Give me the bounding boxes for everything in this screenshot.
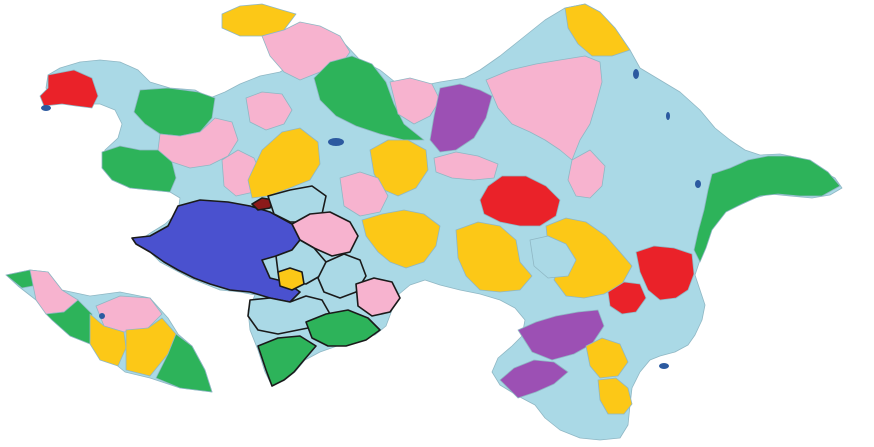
region-ne-pink[interactable] bbox=[485, 55, 603, 161]
region-se-yellow-2[interactable] bbox=[597, 377, 633, 415]
lake bbox=[328, 138, 344, 146]
region-north-pink-3[interactable] bbox=[245, 91, 293, 131]
region-center-pink[interactable] bbox=[339, 171, 389, 217]
region-karabakh-pink-2[interactable] bbox=[355, 277, 401, 317]
region-se-purple-2[interactable] bbox=[499, 359, 569, 399]
region-center-lightblue[interactable] bbox=[529, 235, 577, 279]
lake bbox=[695, 180, 701, 188]
region-se-yellow[interactable] bbox=[585, 337, 629, 379]
main-territory bbox=[45, 3, 843, 441]
region-center-yellow-3[interactable] bbox=[361, 209, 441, 269]
region-east-red-2[interactable] bbox=[607, 281, 647, 315]
region-east-red[interactable] bbox=[635, 245, 695, 301]
region-north-purple[interactable] bbox=[429, 83, 493, 153]
region-east-green[interactable] bbox=[693, 155, 841, 263]
lake bbox=[99, 313, 105, 319]
region-ne-pink-2[interactable] bbox=[567, 149, 606, 199]
lake bbox=[41, 105, 51, 111]
nakhchivan-exclave bbox=[5, 269, 213, 393]
region-nw-green-west[interactable] bbox=[101, 145, 177, 193]
region-center-red[interactable] bbox=[479, 175, 561, 227]
region-center-yellow-4[interactable] bbox=[455, 221, 533, 293]
region-ne-pink-3[interactable] bbox=[433, 151, 499, 181]
region-ne-yellow[interactable] bbox=[564, 3, 631, 57]
region-north-pink-2[interactable] bbox=[389, 77, 441, 125]
region-nw-red[interactable] bbox=[39, 69, 99, 109]
lake bbox=[666, 112, 670, 120]
lake bbox=[633, 69, 639, 79]
region-south-green-2[interactable] bbox=[257, 335, 317, 387]
nakhchivan-region[interactable] bbox=[89, 313, 127, 367]
region-north-green[interactable] bbox=[313, 55, 425, 141]
region-north-yellow[interactable] bbox=[221, 3, 297, 37]
region-center-yellow[interactable] bbox=[247, 127, 321, 199]
region-se-purple[interactable] bbox=[517, 309, 605, 361]
nakhchivan-region[interactable] bbox=[155, 333, 213, 393]
region-karabakh-yellow[interactable] bbox=[277, 267, 305, 291]
lake bbox=[659, 363, 669, 369]
region-south-green[interactable] bbox=[305, 309, 381, 347]
